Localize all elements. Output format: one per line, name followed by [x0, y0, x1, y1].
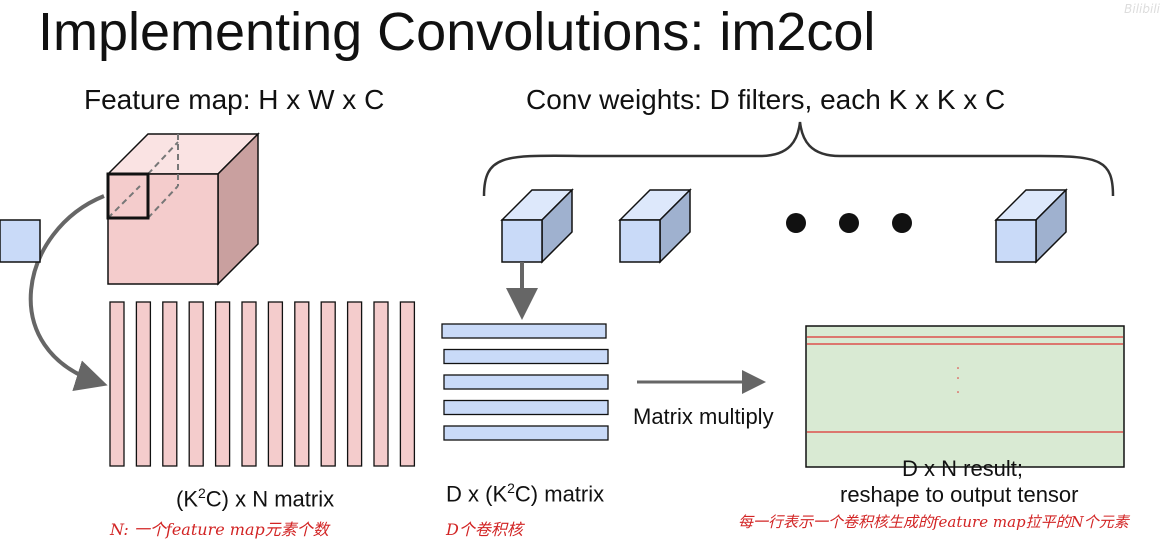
n-matrix-column: [162, 301, 178, 467]
filter-cube: [994, 188, 1068, 264]
n-matrix-column: [135, 301, 152, 467]
d-matrix-label: D x (K2C) matrix: [446, 480, 605, 507]
result-label-line1: D x N result;: [902, 456, 1024, 481]
receptive-window: [106, 134, 179, 220]
n-matrix-label: (K2C) x N matrix: [176, 485, 335, 512]
filter-cube: [0, 219, 41, 263]
ellipsis-dot: [786, 213, 806, 233]
d-matrix-row: [443, 425, 609, 441]
filters: [0, 188, 1068, 264]
n-handwritten-note: N: 一个feature map元素个数: [110, 520, 329, 539]
curved-arrow: [28, 194, 108, 392]
watermark: Bilibili: [1124, 2, 1160, 16]
n-matrix-column: [320, 301, 336, 467]
n-matrix-column: [294, 301, 310, 467]
n-matrix: [109, 301, 416, 467]
result-row-lines: [807, 336, 1123, 433]
n-matrix-column: [267, 301, 284, 467]
n-matrix-column: [346, 301, 363, 467]
d-matrix-row: [443, 399, 609, 416]
matrix-multiply-label: Matrix multiply: [633, 404, 774, 429]
n-matrix-column: [188, 301, 204, 467]
feature-map-cube: [106, 132, 260, 286]
n-matrix-column: [373, 301, 389, 467]
n-matrix-column: [241, 301, 257, 467]
filters-brace: [482, 121, 1115, 197]
n-matrix-column: [109, 301, 125, 467]
d-matrix: [441, 323, 609, 441]
result-matrix-body: [805, 325, 1125, 468]
filter-cube: [500, 188, 574, 264]
feature-map-label: Feature map: H x W x C: [84, 84, 385, 115]
d-handwritten-note: D个卷积核: [446, 520, 523, 539]
result-handwritten-note: 每一行表示一个卷积核生成的feature map拉平的N个元素: [738, 513, 1129, 531]
result-matrix: [805, 325, 1125, 468]
filter-cube: [618, 188, 692, 264]
d-matrix-row: [443, 374, 609, 390]
ellipsis-dot: [839, 213, 859, 233]
ellipsis-dot: [892, 213, 912, 233]
slide-title: Implementing Convolutions: im2col: [38, 2, 876, 62]
n-matrix-column: [214, 301, 231, 467]
ellipsis-dots: [786, 213, 912, 233]
d-matrix-row: [441, 323, 607, 339]
result-vertical-dots: [957, 367, 959, 393]
conv-weights-label: Conv weights: D filters, each K x K x C: [526, 84, 1006, 115]
d-matrix-row: [443, 348, 609, 365]
n-matrix-column: [399, 301, 416, 467]
feature-cube-front: [107, 173, 219, 285]
result-label-line2: reshape to output tensor: [840, 482, 1079, 507]
